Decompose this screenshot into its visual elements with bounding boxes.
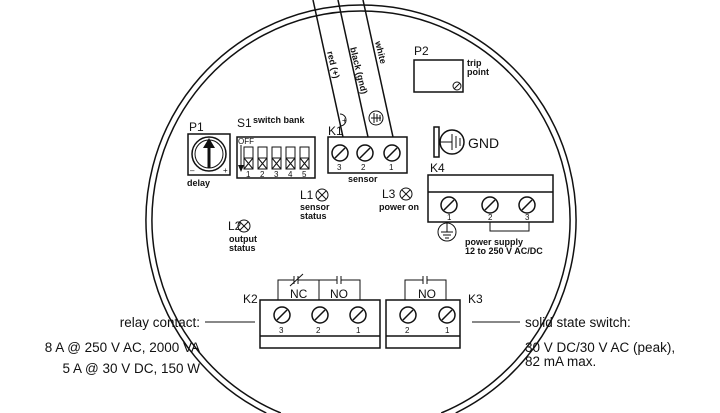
l2-output-status-led: L2 output status — [228, 219, 257, 253]
k2-relay-terminal: K2 3 2 1 NC NO — [243, 273, 381, 349]
k4-power-terminal: K4 1 2 3 power supply 12 to 250 V AC/DC — [427, 161, 554, 256]
svg-text:K1: K1 — [328, 124, 343, 138]
svg-text:82 mA max.: 82 mA max. — [525, 354, 596, 369]
svg-text:point: point — [467, 67, 489, 77]
svg-text:8 A @ 250 V AC, 2000 VA: 8 A @ 250 V AC, 2000 VA — [45, 340, 200, 355]
plus-symbol-icon: + — [339, 113, 347, 127]
svg-text:3: 3 — [525, 213, 530, 222]
led-indicator-icon — [315, 188, 329, 202]
svg-text:sensor: sensor — [348, 174, 378, 184]
wire-black-label: black (gnd) — [348, 46, 369, 95]
svg-text:2: 2 — [488, 213, 493, 222]
gnd-terminal: GND — [433, 126, 499, 158]
svg-text:status: status — [300, 211, 327, 221]
svg-text:GND: GND — [468, 135, 499, 151]
earth-ground-icon — [437, 222, 457, 242]
terminal-screw-icon[interactable] — [438, 306, 456, 324]
dip-switch-number: 2 — [260, 170, 265, 179]
dip-switch-number: 3 — [274, 170, 279, 179]
svg-text:2: 2 — [405, 326, 410, 335]
dip-switch-4[interactable]: 4 — [285, 146, 296, 179]
svg-text:K4: K4 — [430, 161, 445, 175]
svg-text:–: – — [190, 166, 195, 175]
dip-switch-number: 4 — [288, 170, 293, 179]
svg-text:power on: power on — [379, 202, 419, 212]
svg-text:L2: L2 — [228, 219, 242, 233]
svg-text:L3: L3 — [382, 187, 396, 201]
svg-text:1: 1 — [389, 163, 394, 172]
svg-text:1: 1 — [356, 326, 361, 335]
led-indicator-icon — [399, 187, 413, 201]
svg-text:NC: NC — [290, 287, 308, 301]
svg-text:2: 2 — [316, 326, 321, 335]
relay-contact-spec: relay contact: 8 A @ 250 V AC, 2000 VA 5… — [45, 315, 255, 376]
svg-text:NO: NO — [418, 287, 436, 301]
terminal-screw-icon[interactable] — [349, 306, 367, 324]
svg-text:K3: K3 — [468, 292, 483, 306]
svg-text:S1: S1 — [237, 116, 252, 130]
terminal-screw-icon[interactable] — [383, 144, 401, 162]
svg-text:+: + — [223, 166, 228, 175]
svg-text:+: + — [342, 116, 347, 125]
svg-text:12 to 250 V AC/DC: 12 to 250 V AC/DC — [465, 246, 543, 256]
svg-text:P2: P2 — [414, 44, 429, 58]
svg-text:sensor: sensor — [300, 202, 330, 212]
sensor-cable: red (+) black (gnd) white + — [312, 0, 394, 138]
svg-text:1: 1 — [447, 213, 452, 222]
svg-text:output: output — [229, 234, 257, 244]
svg-text:switch bank: switch bank — [253, 115, 306, 125]
svg-text:delay: delay — [187, 178, 210, 188]
svg-text:1: 1 — [445, 326, 450, 335]
terminal-screw-icon[interactable] — [356, 144, 374, 162]
terminal-screw-icon[interactable] — [440, 196, 458, 214]
svg-text:3: 3 — [279, 326, 284, 335]
terminal-screw-icon[interactable] — [399, 306, 417, 324]
solid-state-switch-spec: solid state switch: 30 V DC/30 V AC (pea… — [472, 315, 675, 369]
l3-power-on-led: L3 power on — [379, 187, 419, 212]
shield-ground-icon — [368, 110, 384, 126]
ground-icon — [439, 129, 465, 155]
dip-switch-number: 5 — [302, 170, 307, 179]
svg-text:5 A @ 30 V DC, 150 W: 5 A @ 30 V DC, 150 W — [62, 361, 200, 376]
terminal-screw-icon[interactable] — [311, 306, 329, 324]
svg-text:trip: trip — [467, 58, 482, 68]
housing-inner-ring — [151, 10, 571, 413]
dip-switch-1[interactable]: 1 — [243, 146, 254, 179]
dip-switch-5[interactable]: 5 — [299, 146, 310, 179]
svg-text:NO: NO — [330, 287, 348, 301]
dip-switch-3[interactable]: 3 — [271, 146, 282, 179]
k3-solid-state-terminal: K3 2 1 NO — [385, 276, 483, 349]
terminal-screw-icon[interactable] — [481, 196, 499, 214]
svg-text:OFF: OFF — [238, 137, 254, 146]
k1-sensor-terminal: K1 3 2 1 sensor — [327, 124, 408, 184]
led-indicator-icon — [237, 219, 251, 233]
svg-text:K2: K2 — [243, 292, 258, 306]
svg-text:3: 3 — [337, 163, 342, 172]
dip-switch-number: 1 — [246, 170, 251, 179]
l1-sensor-status-led: L1 sensor status — [300, 188, 330, 221]
terminal-screw-icon[interactable] — [331, 144, 349, 162]
svg-text:power supply: power supply — [465, 237, 523, 247]
svg-text:P1: P1 — [189, 120, 204, 134]
svg-text:solid state switch:: solid state switch: — [525, 315, 631, 330]
arrow-up-icon — [203, 138, 215, 148]
svg-text:relay contact:: relay contact: — [120, 315, 200, 330]
housing-outer-ring — [145, 4, 577, 413]
dip-switch-2[interactable]: 2 — [257, 146, 268, 179]
terminal-screw-icon[interactable] — [273, 306, 291, 324]
p2-trip-point-potentiometer[interactable]: P2 trip point — [413, 44, 489, 93]
p1-delay-potentiometer[interactable]: P1 – + delay — [187, 120, 231, 188]
terminal-screw-icon[interactable] — [518, 196, 536, 214]
svg-text:2: 2 — [361, 163, 366, 172]
svg-text:30 V DC/30 V AC (peak),: 30 V DC/30 V AC (peak), — [525, 340, 675, 355]
svg-text:L1: L1 — [300, 188, 314, 202]
svg-text:status: status — [229, 243, 256, 253]
